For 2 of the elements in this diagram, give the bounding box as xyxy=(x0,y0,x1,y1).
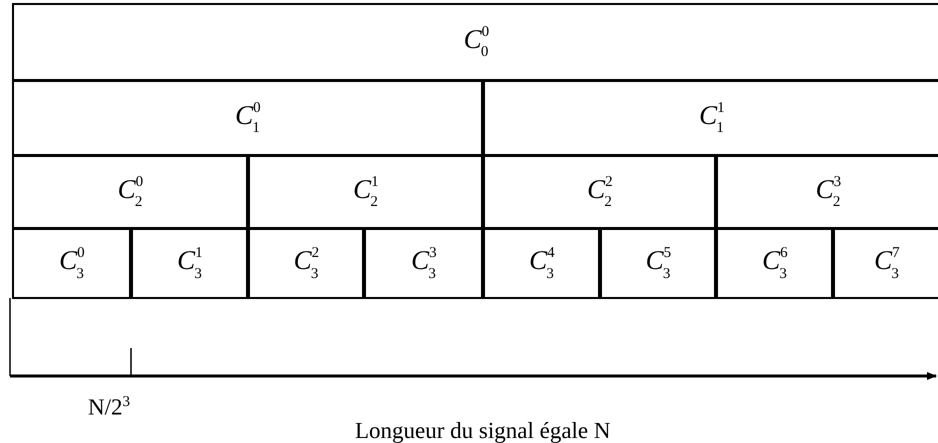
axis-caption: Longueur du signal égale N xyxy=(355,418,610,443)
axis-tick-label: N/2$^{3}$ xyxy=(88,394,130,421)
